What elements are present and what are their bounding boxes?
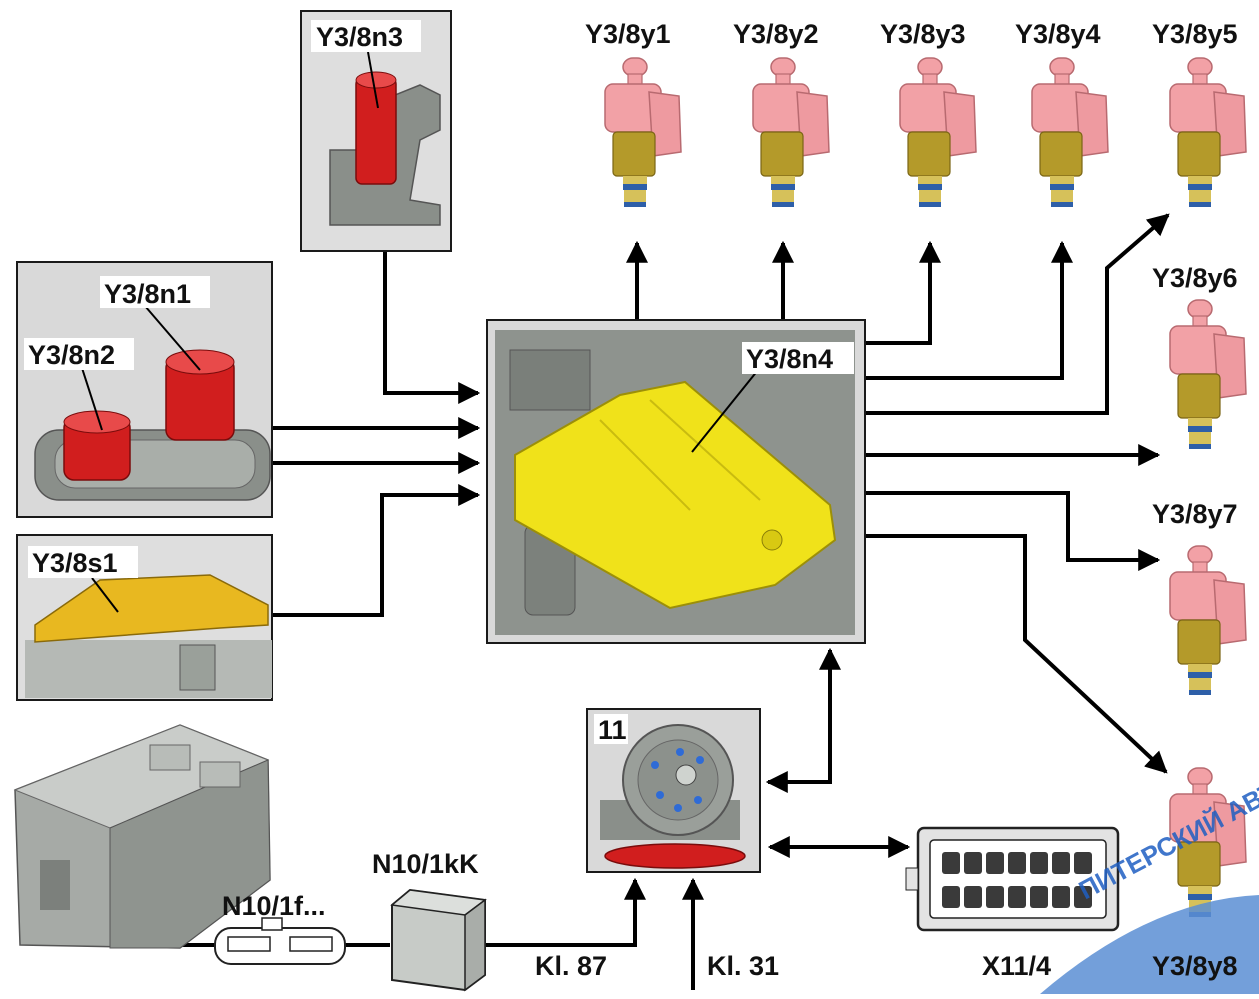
label-y3-8n3: Y3/8n3 (316, 22, 403, 52)
wire-to-y7 (866, 491, 1161, 571)
label-y3-8y4: Y3/8y4 (1015, 19, 1101, 49)
solenoid-valve-icon (1169, 57, 1247, 208)
signal-lines (130, 213, 1170, 990)
solenoid-y3: Y3/8y3 (880, 19, 977, 208)
sensor-n1-leader (144, 305, 201, 371)
label-y3-8y8: Y3/8y8 (1152, 951, 1238, 981)
switch-s1-leader (91, 577, 119, 613)
label-y3-8y5: Y3/8y5 (1152, 19, 1238, 49)
x11-4-connector: X11/4 (905, 826, 1120, 981)
label-y3-8n4: Y3/8n4 (746, 344, 833, 374)
wire-to-y4 (866, 240, 1073, 380)
wire-to-y5 (866, 213, 1170, 415)
x11-4-pins (942, 852, 1092, 908)
fuse-n10-1f: N10/1f... (214, 891, 346, 965)
label-y3-8s1: Y3/8s1 (32, 548, 118, 578)
label-y3-8n1: Y3/8n1 (104, 279, 191, 309)
solenoid-valve-icon (1169, 299, 1247, 450)
solenoid-valve-icon (1031, 57, 1109, 208)
solenoid-y4: Y3/8y4 (1015, 19, 1109, 208)
control-unit-panel: Y3/8n4 (486, 319, 866, 644)
label-y3-8y6: Y3/8y6 (1152, 263, 1238, 293)
connector-11-red-seal (604, 843, 746, 869)
solenoid-valve-icon (752, 57, 830, 208)
label-y3-8y7: Y3/8y7 (1152, 499, 1238, 529)
wire-kl87 (485, 877, 646, 947)
sensor-n3-panel: Y3/8n3 (300, 10, 452, 252)
switch-s1-panel: Y3/8s1 (16, 534, 273, 701)
label-kl87: Kl. 87 (535, 951, 607, 981)
label-y3-8y1: Y3/8y1 (585, 19, 671, 49)
wire-s1-to-control (272, 484, 481, 617)
wire-n3-to-control (383, 250, 481, 404)
sensor-n1-n2-panel: Y3/8n1 Y3/8n2 (16, 261, 273, 518)
wire-11-control (765, 647, 841, 793)
solenoid-y6: Y3/8y6 (1152, 263, 1247, 450)
relay-n10-1kk: N10/1kK (372, 849, 487, 992)
solenoid-y2: Y3/8y2 (733, 19, 830, 208)
label-n10-1kk: N10/1kK (372, 849, 479, 879)
watermark-arc (1040, 895, 1259, 994)
solenoid-valve-icon (899, 57, 977, 208)
sam-module (13, 724, 271, 949)
solenoid-valve-icon (1169, 545, 1247, 696)
label-y3-8y3: Y3/8y3 (880, 19, 966, 49)
connector-11-panel: 11 (586, 708, 761, 873)
solenoid-y7: Y3/8y7 (1152, 499, 1247, 696)
solenoid-y1: Y3/8y1 (585, 19, 682, 208)
label-x11-4: X11/4 (982, 951, 1051, 981)
label-kl31: Kl. 31 (707, 951, 779, 981)
wire-to-y8 (866, 534, 1168, 774)
wire-to-y3 (866, 240, 941, 345)
switch-s1-yellow-cover (34, 574, 269, 643)
sensor-n2-leader (81, 367, 103, 431)
sensor-n3-leader (367, 51, 379, 109)
label-n10-1f: N10/1f... (222, 891, 326, 921)
label-y3-8n2: Y3/8n2 (28, 340, 115, 370)
solenoid-y5: Y3/8y5 (1152, 19, 1247, 208)
solenoid-valve-icon (604, 57, 682, 208)
label-y3-8y2: Y3/8y2 (733, 19, 819, 49)
control-unit-leader (691, 369, 759, 453)
label-item-11: 11 (598, 715, 627, 745)
